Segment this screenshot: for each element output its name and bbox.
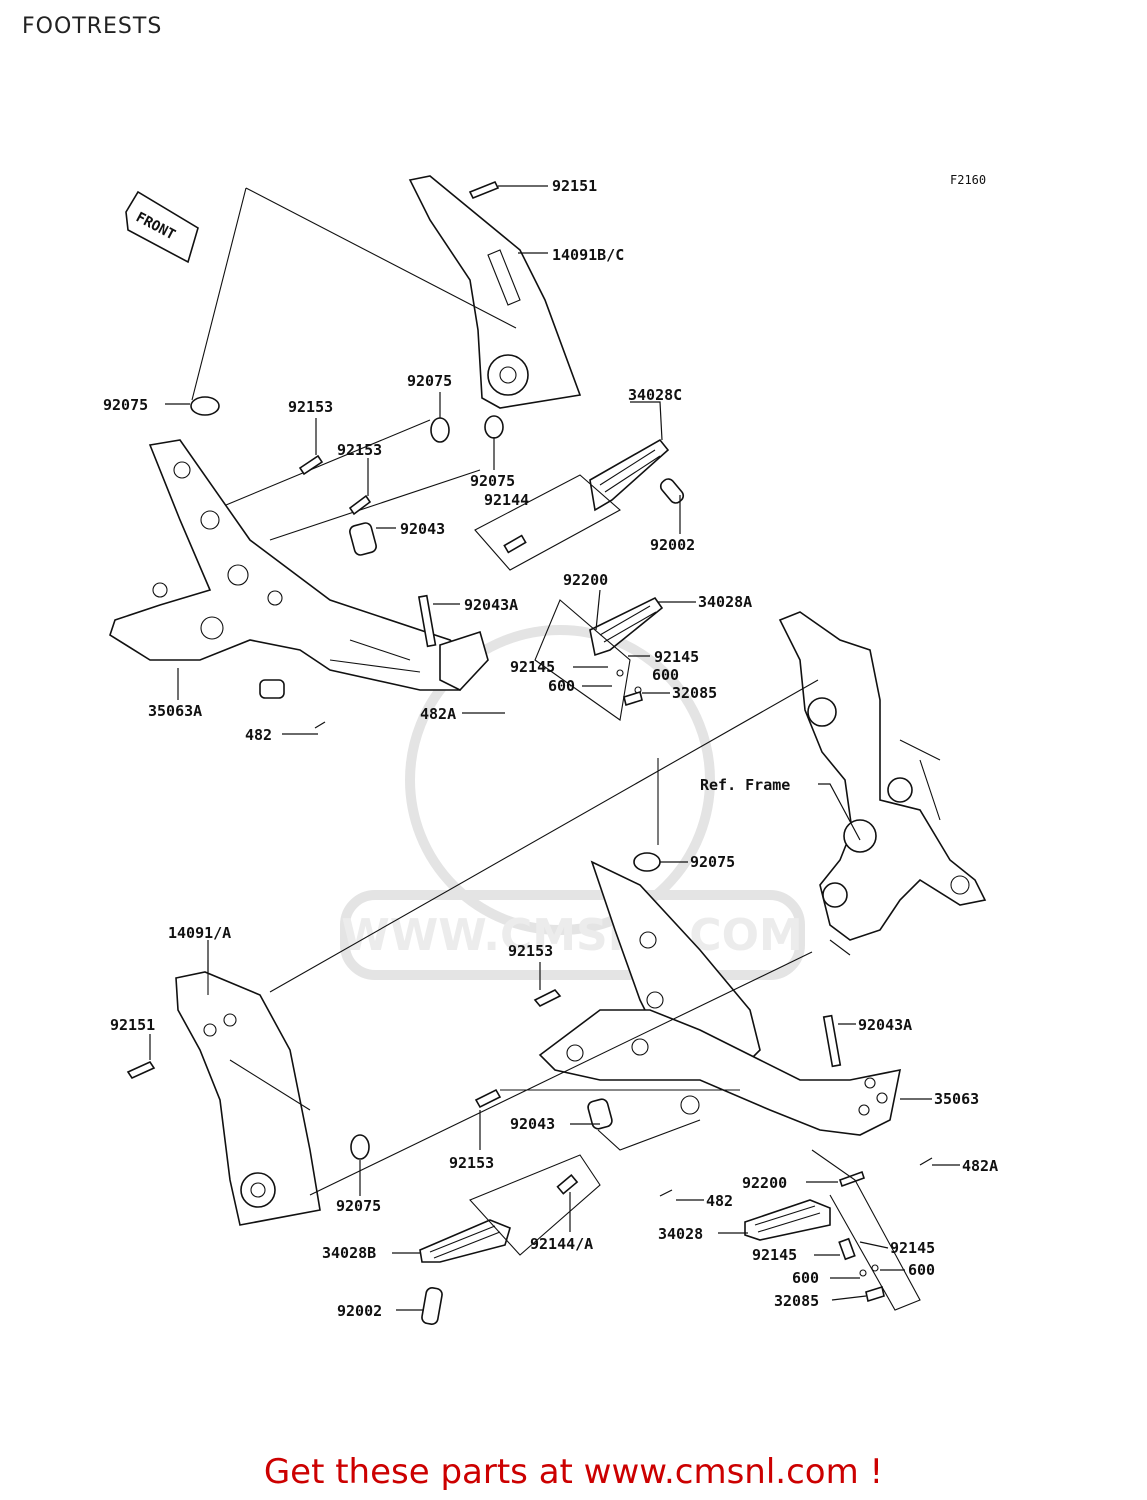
label-ref-frame: Ref. Frame [700, 776, 790, 794]
clip-32085-bot [865, 1285, 885, 1303]
bracket-bottom [538, 1009, 902, 1136]
footpeg-34028c [589, 438, 670, 512]
pin-482a-bot [919, 1157, 933, 1166]
footpeg-34028 [744, 1199, 831, 1241]
grommet-92075-d [350, 1134, 370, 1160]
exploded-parts-diagram: WWW.CMSNL.COM F2160 FRONT [103, 173, 998, 1325]
washer-600-d [871, 1264, 879, 1272]
label-34028b: 34028B [322, 1244, 376, 1262]
pin-482-bot [659, 1189, 673, 1197]
watermark-text: WWW.CMSNL.COM [341, 910, 803, 961]
label-92200-top: 92200 [563, 571, 608, 589]
plate-482a-top [439, 630, 489, 691]
label-482a-bot: 482A [962, 1157, 998, 1175]
label-92075-mid: 92075 [407, 372, 452, 390]
label-92043: 92043 [400, 520, 445, 538]
label-92145-a: 92145 [510, 658, 555, 676]
label-92002-bot: 92002 [337, 1302, 382, 1320]
pin-92002-top [659, 478, 685, 504]
washer-600-a [616, 669, 624, 677]
label-600-a: 600 [652, 666, 679, 684]
pin-92043a-top [417, 594, 437, 648]
label-600-b: 600 [548, 677, 575, 695]
label-92043a-bot: 92043A [858, 1016, 912, 1034]
label-482a-top: 482A [420, 705, 456, 723]
cta-link[interactable]: Get these parts at www.cmsnl.com ! [263, 1452, 884, 1492]
label-92153-b: 92153 [337, 441, 382, 459]
label-34028a: 34028A [698, 593, 752, 611]
label-92043-bot: 92043 [510, 1115, 555, 1133]
label-92002-top: 92002 [650, 536, 695, 554]
bolt-92153-a [298, 454, 324, 476]
footpeg-34028b [419, 1219, 511, 1263]
guide-line-top [189, 187, 517, 541]
label-35063: 35063 [934, 1090, 979, 1108]
bolt-92153-b [348, 494, 372, 516]
label-482-bot: 482 [706, 1192, 733, 1210]
heel-guard-bottom [175, 971, 321, 1226]
label-92144: 92144 [484, 491, 529, 509]
label-34028: 34028 [658, 1225, 703, 1243]
collar-35063a [259, 679, 285, 699]
bolt-92151-top [468, 180, 500, 200]
label-92151-top: 92151 [552, 177, 597, 195]
spring-92200-bot [838, 1170, 866, 1188]
label-600-d: 600 [908, 1261, 935, 1279]
front-arrow-icon: FRONT [125, 190, 199, 264]
label-92145-b: 92145 [654, 648, 699, 666]
label-32085-top: 32085 [672, 684, 717, 702]
grommet-92075-b [484, 415, 504, 439]
label-34028c: 34028C [628, 386, 682, 404]
pin-92002-bot [421, 1287, 443, 1325]
grommet-92075-c [633, 852, 661, 872]
bolt-92153-c [533, 989, 562, 1007]
label-35063a: 35063A [148, 702, 202, 720]
page-title: FOOTRESTS [22, 14, 163, 39]
label-92145-c: 92145 [752, 1246, 797, 1264]
spring-92144 [503, 534, 527, 554]
label-92145-d: 92145 [890, 1239, 935, 1257]
watermark-logo: WWW.CMSNL.COM [340, 625, 805, 980]
washer-600-c [859, 1269, 867, 1277]
label-92144a: 92144/A [530, 1235, 593, 1253]
label-14091bc: 14091B/C [552, 246, 624, 264]
label-92153-a: 92153 [288, 398, 333, 416]
bolt-92151-bot [126, 1060, 156, 1080]
frame-ref [778, 611, 987, 956]
grommet-92075-mid [430, 417, 450, 443]
label-92043a-top: 92043A [464, 596, 518, 614]
label-92075-b: 92075 [470, 472, 515, 490]
pin-92043-top [349, 522, 377, 556]
grommet-92075-left [190, 396, 220, 416]
label-92075-left: 92075 [103, 396, 148, 414]
label-92200-bot: 92200 [742, 1174, 787, 1192]
label-482-top: 482 [245, 726, 272, 744]
label-92151-bot: 92151 [110, 1016, 155, 1034]
figure-code: F2160 [950, 173, 986, 187]
clip-32085-top [623, 690, 643, 707]
bolt-92153-d [474, 1088, 502, 1109]
label-92075-c: 92075 [690, 853, 735, 871]
label-92153-d: 92153 [449, 1154, 494, 1172]
pin-92043-bot [587, 1098, 613, 1130]
label-92153-c: 92153 [508, 942, 553, 960]
spring-92144a [556, 1174, 579, 1195]
pin-482-top [314, 721, 326, 729]
bracket-top [109, 439, 471, 691]
pin-92043a-bot [822, 1014, 842, 1068]
label-14091a: 14091/A [168, 924, 231, 942]
label-92075-d: 92075 [336, 1197, 381, 1215]
label-600-c: 600 [792, 1269, 819, 1287]
label-32085-bot: 32085 [774, 1292, 819, 1310]
spring-92145-bot [838, 1237, 856, 1261]
heel-guard-top [408, 175, 582, 409]
